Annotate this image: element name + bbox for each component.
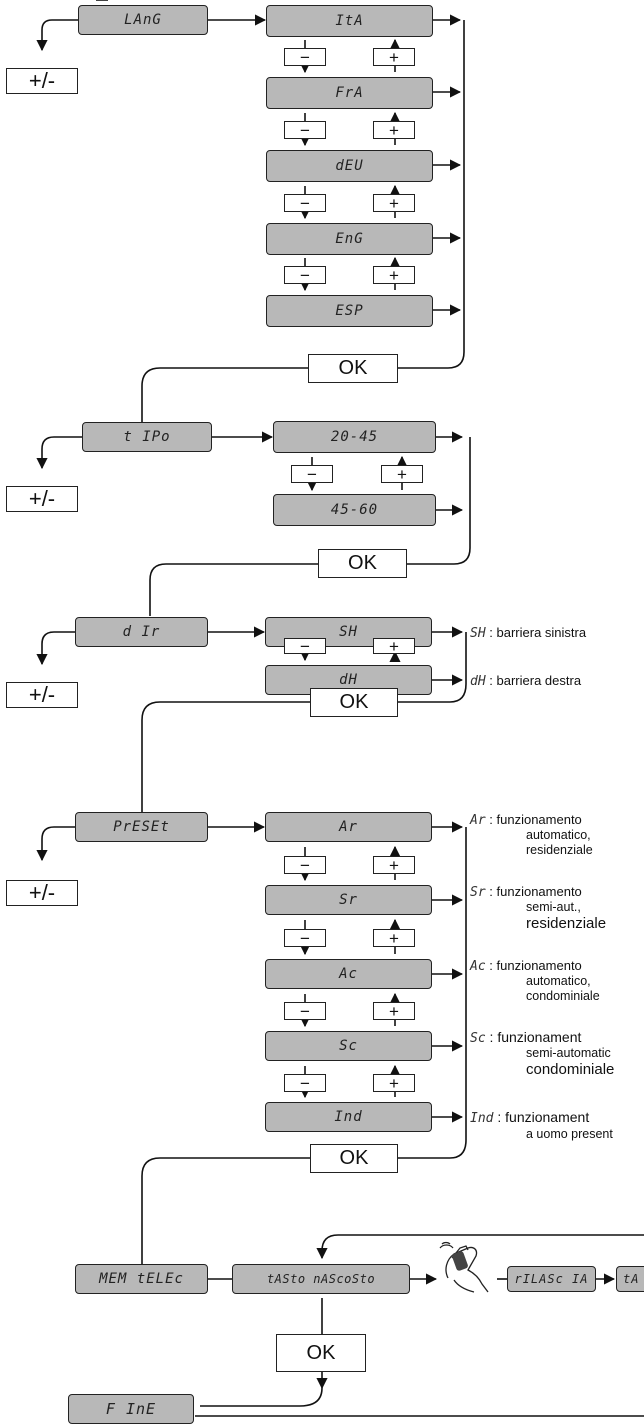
- plus-button[interactable]: +: [373, 856, 415, 874]
- preset-option-sr[interactable]: Sr: [265, 885, 432, 915]
- preset-option-ac[interactable]: Ac: [265, 959, 432, 989]
- note-code: SH: [470, 626, 486, 641]
- ok-button-tipo[interactable]: OK: [318, 549, 407, 578]
- plus-minus-button-preset[interactable]: +/-: [6, 880, 78, 906]
- minus-button[interactable]: −: [284, 48, 326, 66]
- note-ar: Ar : funzionamento automatico, residenzi…: [470, 812, 644, 860]
- lang-option-fra[interactable]: FrA: [266, 77, 433, 109]
- plus-button[interactable]: +: [373, 121, 415, 139]
- step-release[interactable]: rILASc IA: [507, 1266, 596, 1292]
- menu-mem-telec[interactable]: MEM tELEc: [75, 1264, 208, 1294]
- plus-button[interactable]: +: [373, 48, 415, 66]
- note-line: semi-automatic: [526, 1046, 611, 1060]
- menu-lang[interactable]: LAnG: [78, 5, 208, 35]
- minus-button[interactable]: −: [291, 465, 333, 483]
- note-text: : barriera destra: [489, 673, 582, 688]
- minus-button[interactable]: −: [284, 929, 326, 947]
- lang-option-ita[interactable]: ItA: [266, 5, 433, 37]
- menu-tipo[interactable]: t IPo: [82, 422, 212, 452]
- preset-option-sc[interactable]: Sc: [265, 1031, 432, 1061]
- note-line: condominiale: [526, 989, 600, 1003]
- menu-preset[interactable]: PrESEt: [75, 812, 208, 842]
- plus-button[interactable]: +: [373, 929, 415, 947]
- lang-option-deu[interactable]: dEU: [266, 150, 433, 182]
- step-next[interactable]: tA: [616, 1266, 644, 1292]
- plus-minus-button-dir[interactable]: +/-: [6, 682, 78, 708]
- note-code: Ar: [470, 813, 486, 828]
- note-code: Ac: [470, 959, 486, 974]
- plus-button[interactable]: +: [373, 1074, 415, 1092]
- minus-button[interactable]: −: [284, 1002, 326, 1020]
- note-text: : barriera sinistra: [489, 625, 587, 640]
- note-code: Sc: [470, 1031, 486, 1046]
- minus-button[interactable]: −: [284, 856, 326, 874]
- note-line: : funzionamento: [489, 812, 582, 827]
- note-sh: SH : barriera sinistra: [470, 625, 586, 641]
- note-line: residenziale: [526, 843, 593, 857]
- note-code: Sr: [470, 885, 486, 900]
- note-line: : funzionament: [497, 1109, 590, 1125]
- plus-button[interactable]: +: [373, 266, 415, 284]
- minus-button[interactable]: −: [284, 121, 326, 139]
- tipo-option-45-60[interactable]: 45-60: [273, 494, 436, 526]
- preset-option-ar[interactable]: Ar: [265, 812, 432, 842]
- minus-button[interactable]: −: [284, 194, 326, 212]
- lang-option-esp[interactable]: ESP: [266, 295, 433, 327]
- ok-button-mem-telec[interactable]: OK: [276, 1334, 366, 1372]
- plus-button[interactable]: +: [373, 638, 415, 655]
- preset-option-ind[interactable]: Ind: [265, 1102, 432, 1132]
- note-ac: Ac : funzionamento automatico, condomini…: [470, 958, 644, 1006]
- note-line: a uomo present: [526, 1127, 613, 1141]
- plus-minus-button-tipo[interactable]: +/-: [6, 486, 78, 512]
- note-dh: dH : barriera destra: [470, 673, 581, 689]
- plus-button[interactable]: +: [373, 1002, 415, 1020]
- note-line: residenziale: [526, 915, 607, 932]
- note-code: Ind: [470, 1111, 494, 1126]
- ok-button-lang[interactable]: OK: [308, 354, 398, 383]
- step-hidden-key[interactable]: tAStο nAScοStο: [232, 1264, 410, 1294]
- note-line: automatico,: [526, 828, 591, 842]
- note-line: : funzionament: [489, 1029, 582, 1045]
- tipo-option-20-45[interactable]: 20-45: [273, 421, 436, 453]
- note-sc: Sc : funzionament semi-automatic condomi…: [470, 1030, 644, 1080]
- note-line: semi-aut.,: [526, 900, 581, 914]
- note-sr: Sr : funzionamento semi-aut., residenzia…: [470, 884, 644, 936]
- plus-button[interactable]: +: [381, 465, 423, 483]
- note-ind: Ind : funzionament a uomo present: [470, 1110, 644, 1144]
- ok-button-preset[interactable]: OK: [310, 1144, 398, 1173]
- plus-button[interactable]: +: [373, 194, 415, 212]
- minus-button[interactable]: −: [284, 1074, 326, 1092]
- plus-minus-button-lang[interactable]: +/-: [6, 68, 78, 94]
- remote-hand-icon: [439, 1241, 489, 1293]
- note-line: : funzionamento: [489, 884, 582, 899]
- menu-fine[interactable]: F InE: [68, 1394, 194, 1424]
- note-line: condominiale: [526, 1061, 615, 1078]
- lang-option-eng[interactable]: EnG: [266, 223, 433, 255]
- note-line: automatico,: [526, 974, 591, 988]
- menu-dir[interactable]: d Ir: [75, 617, 208, 647]
- note-line: : funzionamento: [489, 958, 582, 973]
- minus-button[interactable]: −: [284, 638, 326, 655]
- minus-button[interactable]: −: [284, 266, 326, 284]
- note-code: dH: [470, 674, 486, 689]
- ok-button-dir[interactable]: OK: [310, 688, 398, 717]
